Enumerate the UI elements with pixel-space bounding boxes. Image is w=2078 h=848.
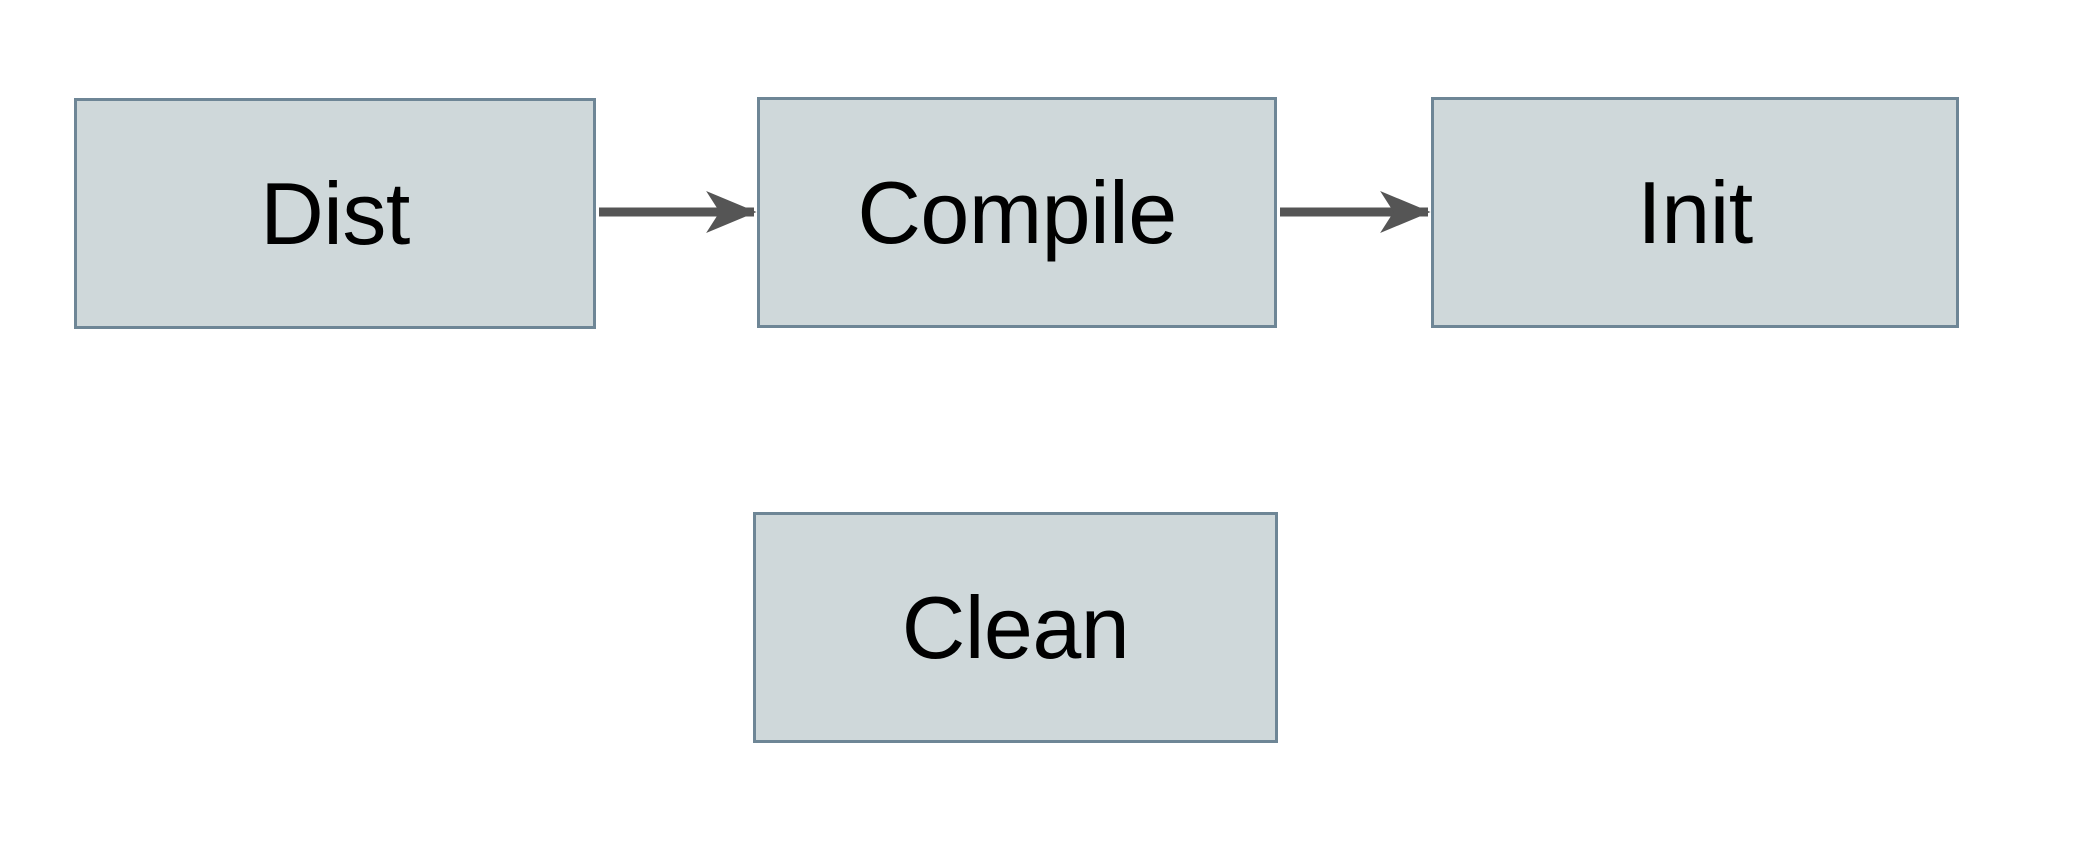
node-init[interactable]: Init — [1431, 97, 1959, 328]
node-label-clean: Clean — [901, 577, 1130, 677]
node-label-init: Init — [1637, 162, 1753, 262]
node-compile[interactable]: Compile — [757, 97, 1277, 328]
node-clean[interactable]: Clean — [753, 512, 1278, 743]
node-dist[interactable]: Dist — [74, 98, 596, 329]
node-label-dist: Dist — [260, 163, 410, 263]
node-label-compile: Compile — [857, 162, 1177, 262]
